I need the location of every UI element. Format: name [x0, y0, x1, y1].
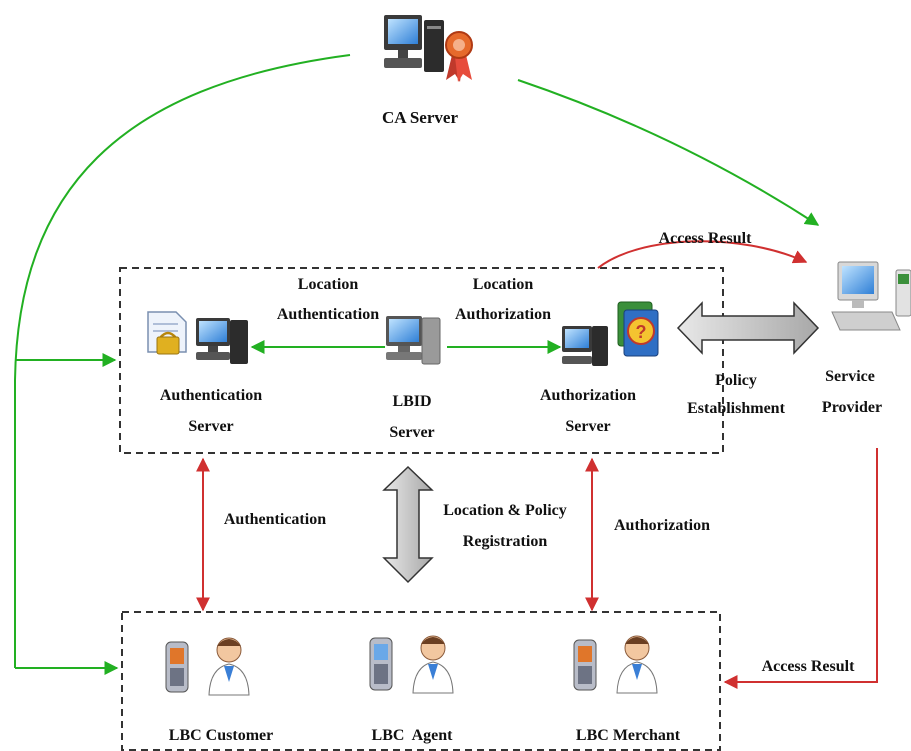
authorization-edge-label: Authorization — [614, 517, 710, 534]
location-policy-registration-label-line1: Location & Policy — [443, 502, 567, 519]
service-provider-label-line1: Service — [825, 368, 875, 385]
policy-establishment-block-arrow — [676, 301, 820, 355]
ca-to-clients-line — [14, 54, 351, 668]
lbc-customer-label: LBC Customer — [169, 727, 273, 744]
policy-establishment-label-line2: Establishment — [687, 400, 785, 417]
lbid-server-label-line2: Server — [389, 424, 434, 441]
location-authorization-label-line2: Authorization — [455, 306, 551, 323]
location-authentication-label-line2: Authentication — [277, 306, 379, 323]
lbc-merchant-doctor-icon — [616, 635, 658, 694]
client-group-box — [121, 611, 721, 751]
access-result-bottom-arrow — [723, 448, 878, 689]
svg-text:?: ? — [636, 322, 647, 342]
lbc-agent-doctor-icon — [412, 635, 454, 694]
authentication-server-icon — [196, 318, 248, 364]
service-provider-icon — [831, 261, 911, 331]
authorization-server-label-line2: Server — [565, 418, 610, 435]
authentication-server-label-line2: Server — [188, 418, 233, 435]
authentication-edge-label: Authentication — [224, 511, 326, 528]
ca-to-service-provider-arrow — [517, 79, 820, 226]
document-lock-icon — [147, 311, 187, 355]
server-group-box — [119, 267, 724, 454]
location-policy-registration-block-arrow — [382, 465, 434, 584]
ca-server-icon — [384, 15, 444, 72]
access-result-top-arrow — [597, 240, 808, 269]
lbc-agent-label: LBC Agent — [372, 727, 454, 744]
certificate-ribbon-icon — [445, 31, 473, 82]
lbc-customer-phone-icon — [165, 641, 189, 693]
service-provider-label-line2: Provider — [822, 399, 882, 416]
access-result-bottom-label: Access Result — [762, 658, 856, 675]
lbc-merchant-phone-icon — [573, 639, 597, 691]
lbc-customer-doctor-icon — [208, 637, 250, 696]
access-result-top-label: Access Result — [659, 230, 753, 247]
policy-establishment-label-line1: Policy — [715, 372, 757, 389]
location-authentication-label-line1: Location — [298, 276, 359, 293]
lbid-server-icon — [386, 316, 441, 365]
location-authorization-label-line1: Location — [473, 276, 534, 293]
authentication-server-label-line1: Authentication — [160, 387, 262, 404]
authorization-server-label-line1: Authorization — [540, 387, 636, 404]
lbc-agent-phone-icon — [369, 637, 393, 691]
authorization-server-icon — [562, 326, 608, 366]
ca-server-label: CA Server — [382, 108, 458, 127]
location-policy-registration-label-line2: Registration — [463, 533, 548, 550]
lbc-merchant-label: LBC Merchant — [576, 727, 681, 744]
lbid-server-label-line1: LBID — [392, 393, 431, 410]
policy-cards-icon: ? — [617, 301, 659, 357]
